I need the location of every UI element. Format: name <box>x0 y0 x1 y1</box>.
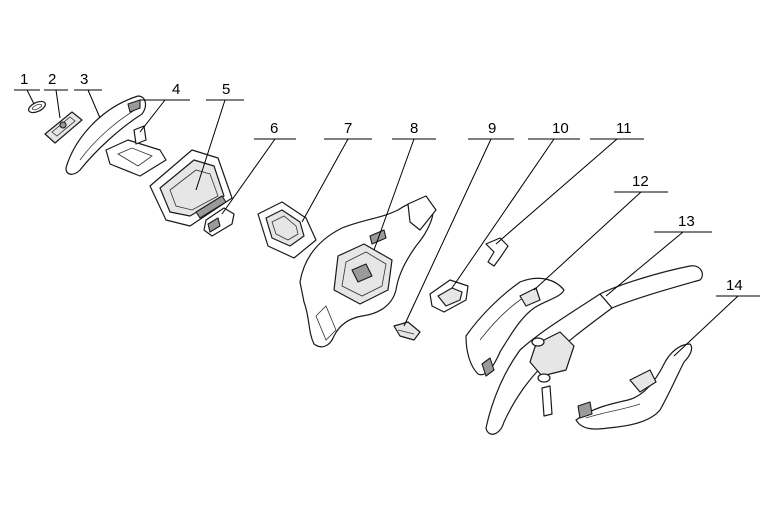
part-13-handlebar <box>485 265 703 435</box>
callout-2: 2 <box>44 71 68 119</box>
part-8-handle-cover <box>299 195 437 348</box>
part-12-inner-frame <box>465 277 565 377</box>
part-3-visor <box>65 95 147 175</box>
leader-line <box>26 89 35 105</box>
callout-number: 8 <box>410 120 418 137</box>
part-2-switch-bezel <box>44 111 83 144</box>
leader-line <box>87 89 101 119</box>
callout-3: 3 <box>74 71 102 119</box>
callout-number: 13 <box>678 213 695 230</box>
callout-8: 8 <box>373 120 436 251</box>
callout-14: 14 <box>673 277 760 357</box>
leader-line <box>605 231 684 297</box>
callout-number: 3 <box>80 71 88 88</box>
callout-1: 1 <box>14 71 40 105</box>
callout-5: 5 <box>195 81 244 191</box>
callout-number: 4 <box>172 81 180 98</box>
leader-line <box>373 138 415 251</box>
leader-line <box>55 89 61 119</box>
callout-number: 2 <box>48 71 56 88</box>
part-7-meter-frame <box>257 201 317 259</box>
leader-line <box>533 191 642 291</box>
leader-line <box>403 138 492 327</box>
callout-number: 9 <box>488 120 496 137</box>
leader-line <box>221 138 276 215</box>
leader-line <box>451 138 555 289</box>
leader-line <box>673 295 739 357</box>
part-11-bracket <box>485 237 509 267</box>
part-6-cover <box>203 207 235 237</box>
part-1-lens <box>28 100 46 114</box>
callout-6: 6 <box>221 120 296 215</box>
callout-4: 4 <box>139 81 190 133</box>
callout-13: 13 <box>605 213 712 297</box>
callout-number: 14 <box>726 277 743 294</box>
callout-number: 1 <box>20 71 28 88</box>
leader-line <box>195 99 226 191</box>
callout-number: 12 <box>632 173 649 190</box>
part-4-tray <box>105 125 167 177</box>
leader-line <box>139 99 166 133</box>
callout-10: 10 <box>451 120 580 289</box>
callout-number: 6 <box>270 120 278 137</box>
part-9-clip <box>393 321 421 341</box>
part-14-rear-bracket <box>575 343 693 430</box>
callout-11: 11 <box>495 120 644 245</box>
callout-number: 11 <box>616 120 632 137</box>
leader-line <box>301 138 349 223</box>
part-10-housing <box>429 279 469 313</box>
callout-12: 12 <box>533 173 668 291</box>
callout-7: 7 <box>301 120 372 223</box>
callout-number: 10 <box>552 120 569 137</box>
part-5-meter-housing <box>149 149 233 227</box>
callout-9: 9 <box>403 120 514 327</box>
callout-number: 5 <box>222 81 230 98</box>
leader-line <box>495 138 618 245</box>
callout-number: 7 <box>344 120 352 137</box>
